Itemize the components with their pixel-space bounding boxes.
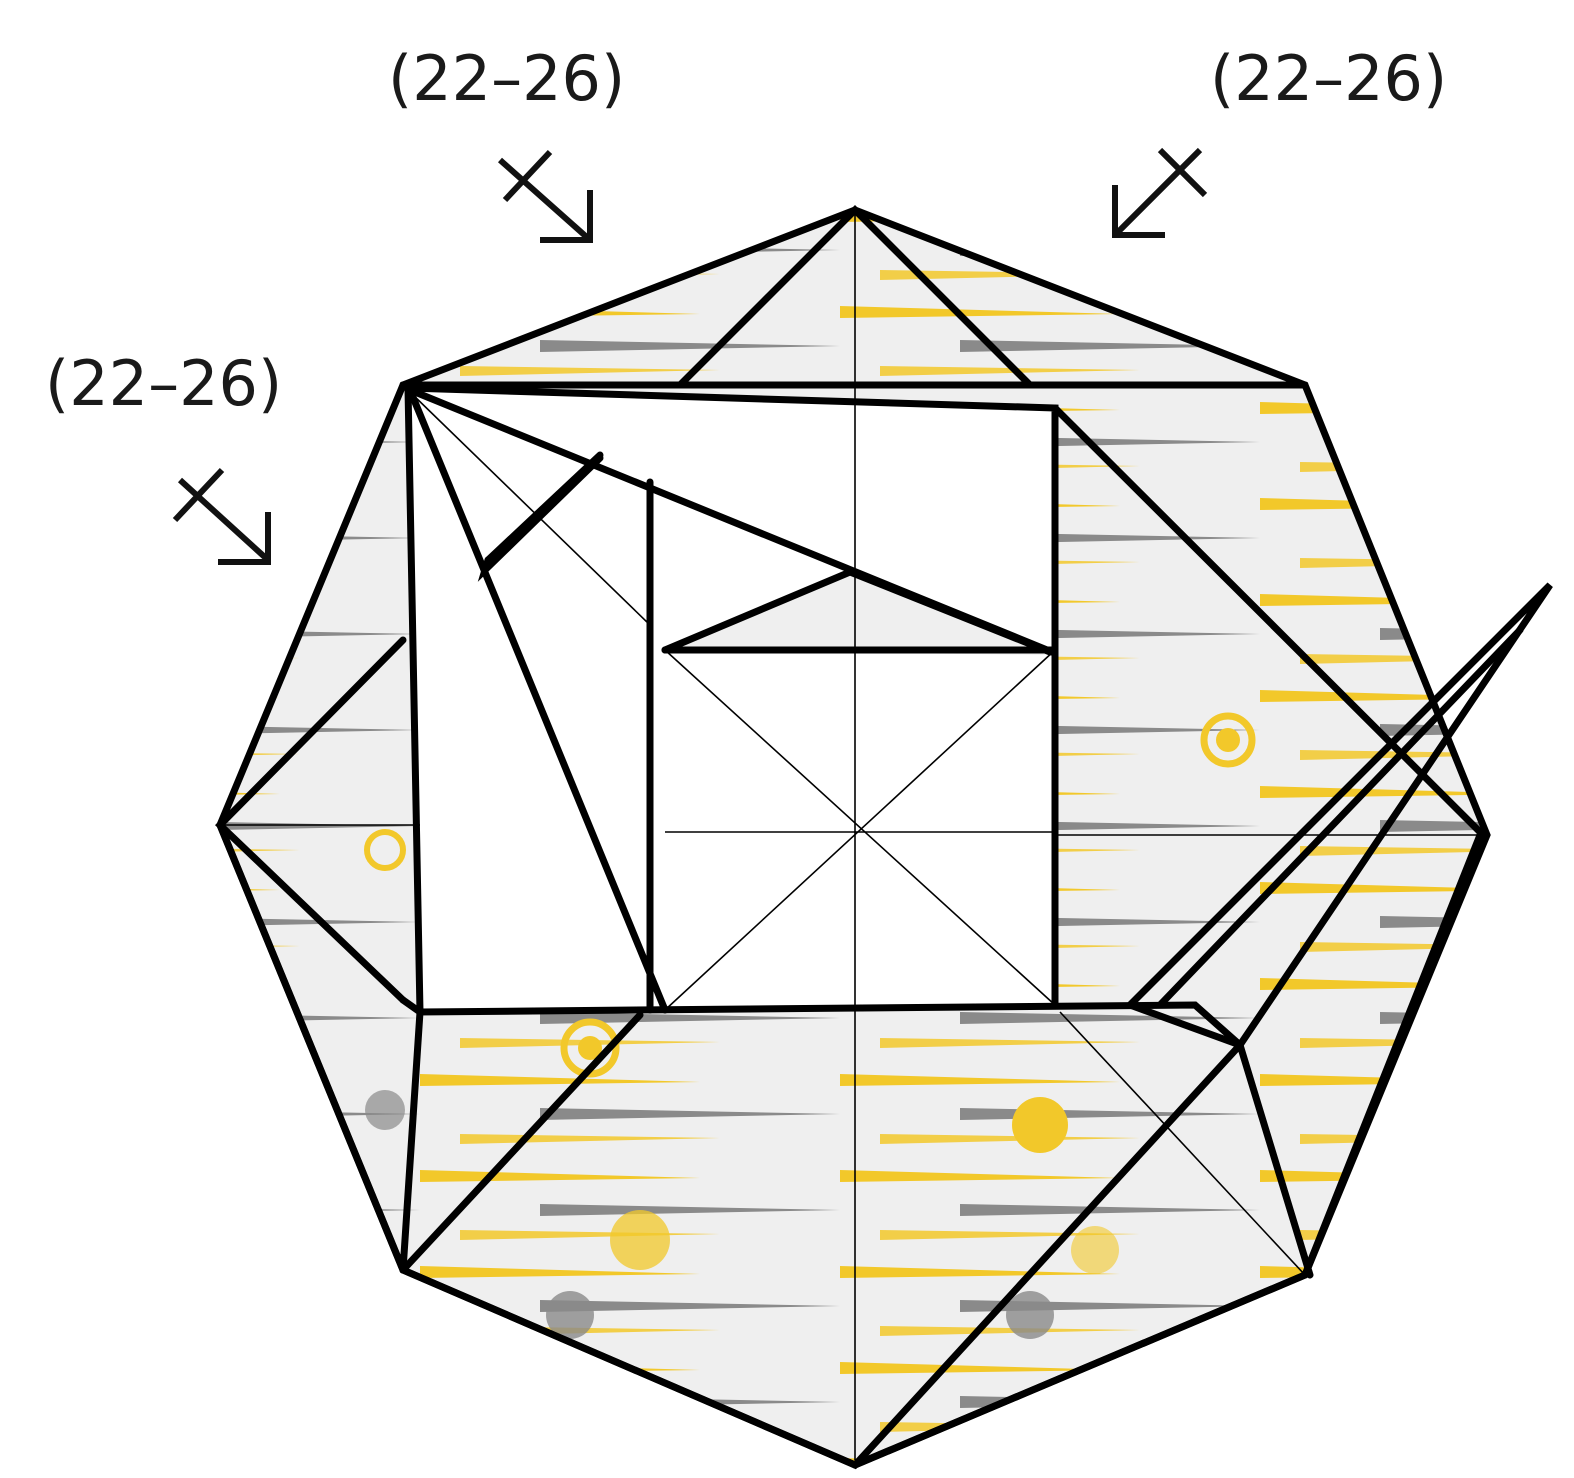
repeat-arrow-icon [1112, 147, 1208, 238]
step-label-left: (22–26) [45, 347, 282, 420]
fold-edges [215, 205, 1553, 1470]
repeat-arrow-icon [172, 467, 271, 565]
neck-flap [1123, 582, 1553, 1050]
repeat-arrow-icon [498, 149, 593, 243]
step-label-top-left: (22–26) [388, 42, 625, 115]
step-label-top-right: (22–26) [1210, 42, 1447, 115]
